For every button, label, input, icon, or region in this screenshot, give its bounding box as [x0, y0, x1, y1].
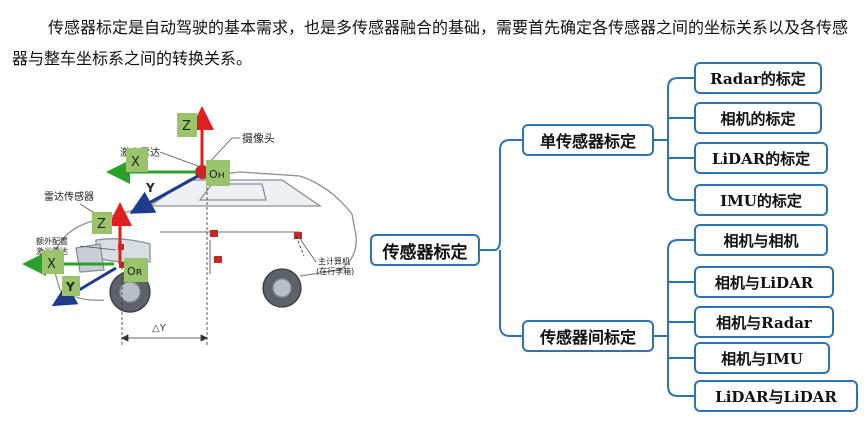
lower-z-label: Z	[97, 217, 106, 232]
label-radar: 雷达传感器	[44, 190, 94, 203]
tree-connectors	[480, 77, 694, 397]
lower-y-label: Y	[65, 280, 75, 294]
tree-leaf-label: 相机与LiDAR	[714, 273, 814, 292]
tree-leaf-cam-radar: 相机与Radar	[694, 306, 834, 338]
tree-leaf-label: 相机与IMU	[721, 349, 803, 368]
tree-leaf-cam-imu: 相机与IMU	[694, 342, 830, 374]
label-computer: 主计算机	[318, 256, 350, 266]
upper-origin-box	[206, 160, 230, 186]
measure-lines	[121, 172, 305, 346]
label-extra: 额外配置	[36, 236, 68, 246]
tree-leaf-label: IMU的标定	[720, 191, 802, 210]
lower-x-box	[42, 250, 64, 274]
lower-z-box	[92, 212, 112, 234]
tree-group-single-label: 单传感器标定	[539, 132, 636, 151]
tree-leaf-label: 相机与相机	[723, 231, 799, 250]
lower-x-label: X	[47, 257, 56, 272]
lower-y-box	[62, 276, 80, 296]
intro-paragraph: 传感器标定是自动驾驶的基本需求，也是多传感器融合的基础，需要首先确定各传感器之间…	[12, 12, 860, 74]
tree-leaf-label: 相机的标定	[720, 109, 796, 128]
upper-y-label: Y	[145, 181, 155, 195]
tree-leaf-label: LiDAR与LiDAR	[715, 387, 837, 406]
tree-leaf-imu: IMU的标定	[694, 184, 828, 216]
delta-y-dimension	[121, 334, 208, 342]
tree-leaf-label: LiDAR的标定	[711, 149, 811, 168]
tree-leaf-cam-lidar: 相机与LiDAR	[694, 266, 834, 298]
car-body	[51, 171, 357, 313]
tree-root-label: 传感器标定	[382, 242, 468, 263]
label-computer-sub: (在行李箱)	[316, 266, 354, 276]
upper-x-label: X	[131, 155, 140, 170]
tree-leaf-lidar-lidar: LiDAR与LiDAR	[694, 380, 858, 412]
label-camera: 摄像头	[242, 131, 275, 145]
tree-group-single: 单传感器标定	[522, 124, 654, 156]
upper-origin-label: Oʜ	[209, 168, 225, 181]
lower-origin-label: Oʀ	[127, 265, 143, 278]
tree-leaf-label: 相机与Radar	[716, 313, 812, 332]
intro-text: 传感器标定是自动驾驶的基本需求，也是多传感器融合的基础，需要首先确定各传感器之间…	[12, 18, 849, 68]
tree-group-inter: 传感器间标定	[522, 320, 654, 352]
tree-root: 传感器标定	[370, 234, 480, 266]
upper-z-label: Z	[182, 119, 191, 134]
upper-z-box	[177, 113, 197, 137]
tree-leaf-lidar: LiDAR的标定	[694, 142, 828, 174]
tree-leaf-cam-cam: 相机与相机	[694, 224, 828, 256]
tree-leaf-radar: Radar的标定	[694, 62, 822, 94]
tree-leaf-camera: 相机的标定	[694, 102, 822, 134]
lower-origin-box	[124, 258, 148, 282]
tree-leaf-label: Radar的标定	[710, 69, 806, 88]
tree-group-inter-label: 传感器间标定	[539, 328, 636, 347]
upper-x-box	[126, 148, 148, 172]
delta-y-label: △Y	[152, 323, 167, 334]
